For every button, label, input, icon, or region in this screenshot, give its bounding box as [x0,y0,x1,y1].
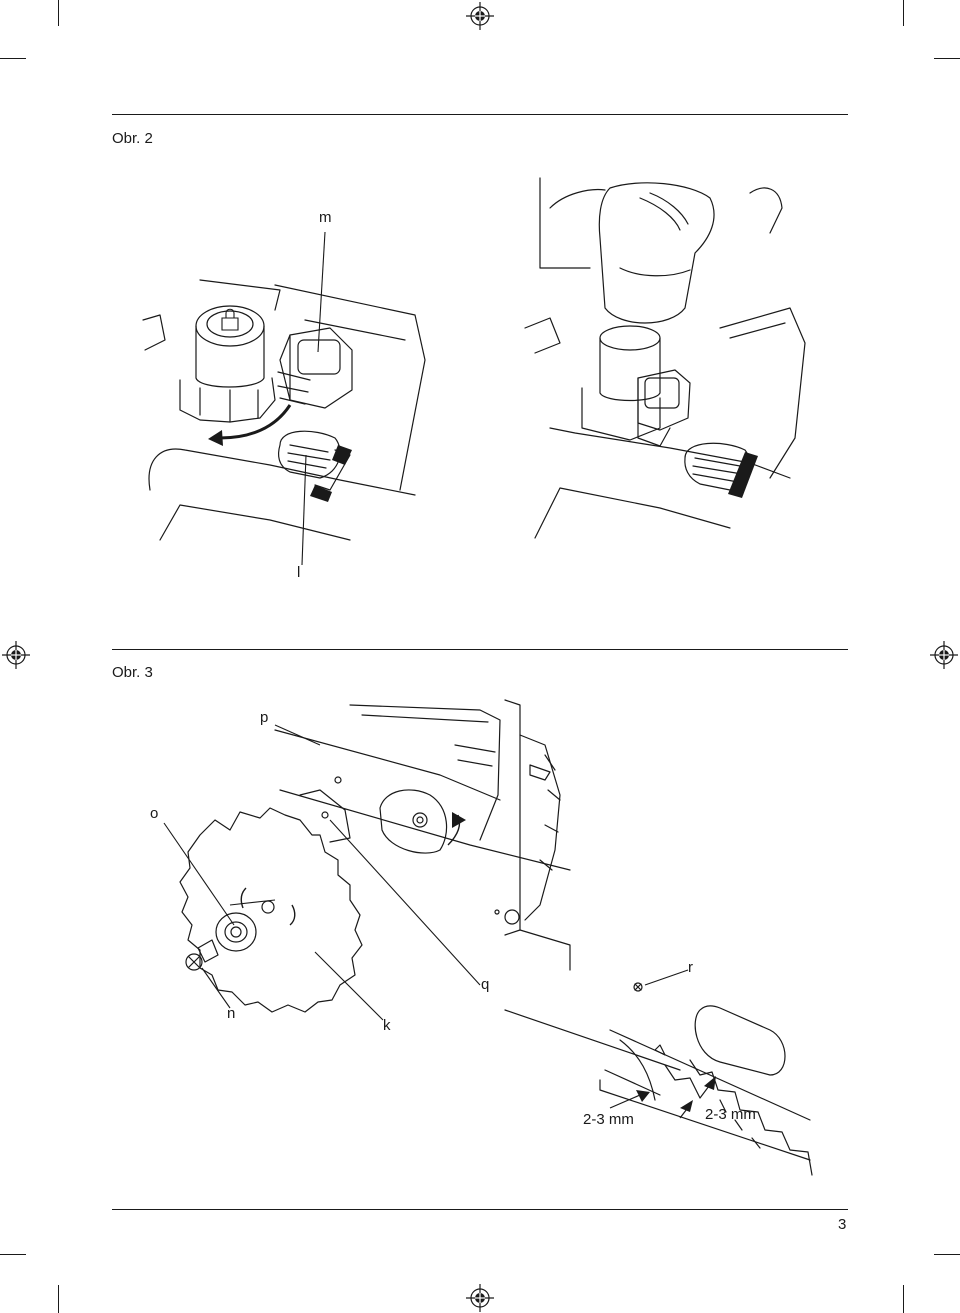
figure-2-top-rule [112,114,848,115]
callout-r: r [688,959,693,976]
callout-p: p [260,709,269,726]
callout-q: q [481,976,490,993]
dimension-label-left: 2-3 mm [583,1111,634,1128]
callout-k: k [383,1017,391,1034]
footer-rule [112,1209,848,1210]
crop-mark-icon [58,1285,59,1313]
registration-mark-icon [466,1284,494,1312]
dimension-label-right: 2-3 mm [705,1106,756,1123]
registration-mark-icon [2,641,30,669]
figure-3-illustration [0,640,960,1200]
registration-mark-icon [930,641,958,669]
callout-m: m [319,209,332,226]
crop-mark-icon [903,1285,904,1313]
registration-mark-icon [466,2,494,30]
crop-mark-icon [0,58,26,59]
crop-mark-icon [0,1254,26,1255]
crop-mark-icon [934,1254,960,1255]
crop-mark-icon [903,0,904,26]
callout-l: l [297,564,301,581]
callout-n: n [227,1005,236,1022]
callout-o: o [150,805,159,822]
figure-2-leader-lines [0,0,960,660]
crop-mark-icon [934,58,960,59]
crop-mark-icon [58,0,59,26]
figure-2-illustration-right [520,178,820,548]
figure-3-title: Obr. 3 [112,664,153,681]
figure-2-title: Obr. 2 [112,130,153,147]
figure-3-top-rule [112,649,848,650]
page-number: 3 [838,1216,847,1233]
